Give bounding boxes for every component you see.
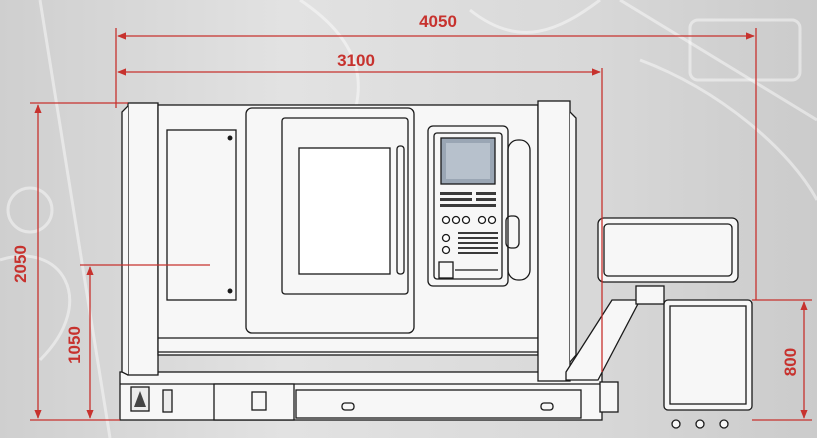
conveyor-motor: [599, 381, 619, 413]
handwheel-pendant: [505, 215, 520, 249]
base-handle: [251, 391, 267, 411]
conveyor-chute: [565, 299, 642, 381]
power-switch: [162, 389, 173, 413]
right-column: [537, 100, 571, 382]
spindle-height-label: 1050: [65, 326, 84, 364]
left-housing: [127, 102, 159, 376]
button-grid: [458, 232, 498, 254]
overall-width-label: 4050: [419, 12, 457, 31]
overall-height-label: 2050: [11, 245, 30, 283]
left-access-panel: [166, 129, 237, 301]
lathe-machine: [119, 100, 753, 429]
door-handle: [396, 145, 405, 275]
dimension-labels: 4050 3100 2050 1050 800: [11, 12, 800, 376]
conveyor-frame: [635, 285, 665, 305]
operator-box: [507, 139, 531, 281]
keypad: [440, 192, 496, 207]
door-window: [298, 147, 391, 275]
machine-width-label: 3100: [337, 51, 375, 70]
dimension-lines: [30, 28, 812, 421]
conveyor-height-label: 800: [781, 348, 800, 376]
conveyor-guard: [597, 217, 739, 283]
chip-bucket: [663, 299, 753, 411]
panel-buttons: [441, 215, 497, 255]
base-panel-right: [295, 389, 582, 419]
